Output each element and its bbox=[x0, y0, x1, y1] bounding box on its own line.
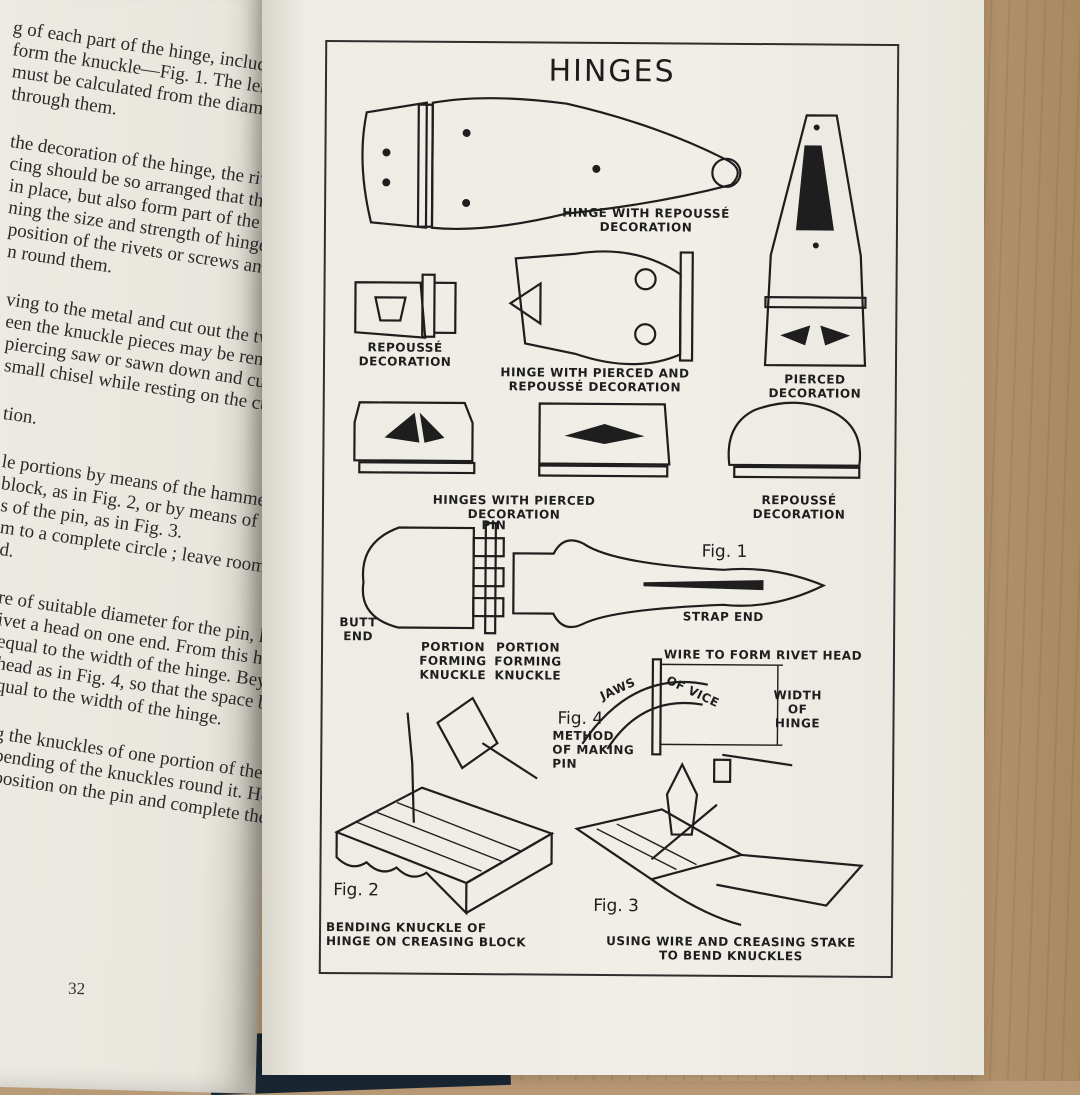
illustration-plate: HINGES bbox=[318, 40, 900, 978]
page-number: 32 bbox=[67, 978, 86, 999]
caption-method: METHOD OF MAKING PIN bbox=[552, 728, 635, 771]
caption-repousse-row: REPOUSSÉ DECORATION bbox=[752, 493, 846, 522]
caption-repousse-small: REPOUSSÉ DECORATION bbox=[358, 340, 452, 369]
pierced-hinges-row-drawing bbox=[353, 401, 862, 479]
label-fig4: Fig. 4 bbox=[557, 708, 604, 729]
right-book-page bbox=[262, 0, 984, 1075]
caption-width: WIDTH OF HINGE bbox=[773, 688, 822, 731]
tall-pierced-hinge-drawing bbox=[763, 114, 867, 367]
caption-wire: WIRE TO FORM RIVET HEAD bbox=[663, 647, 863, 663]
caption-butt-end: BUTT END bbox=[339, 615, 378, 644]
caption-portion-2: PORTION FORMING KNUCKLE bbox=[494, 640, 562, 683]
caption-pin: PIN bbox=[481, 518, 507, 533]
hinge-illustrations bbox=[334, 97, 867, 926]
small-repousse-hinge-drawing bbox=[354, 273, 457, 339]
caption-portion-1: PORTION FORMING KNUCKLE bbox=[419, 639, 487, 683]
caption-pierced-row: HINGES WITH PIERCED DECORATION bbox=[432, 492, 596, 522]
label-fig1: Fig. 1 bbox=[701, 541, 748, 562]
label-fig2: Fig. 2 bbox=[333, 880, 380, 901]
caption-hinge-repousse: HINGE WITH REPOUSSÉ DECORATION bbox=[562, 205, 730, 235]
caption-pierced-tall: PIERCED DECORATION bbox=[768, 372, 862, 401]
label-fig3: Fig. 3 bbox=[593, 895, 639, 917]
caption-using: USING WIRE AND CREASING STAKE TO BEND KN… bbox=[606, 933, 856, 964]
caption-bending: BENDING KNUCKLE OF HINGE ON CREASING BLO… bbox=[325, 920, 527, 950]
fig2-creasing-block-drawing bbox=[334, 696, 555, 916]
fig4-vice-drawing bbox=[581, 658, 783, 756]
left-book-page: g of each part of the hinge, including t… bbox=[0, 0, 285, 1094]
pierced-repousse-hinge-drawing bbox=[508, 250, 694, 366]
repousse-strap-hinge-drawing bbox=[361, 97, 742, 230]
fig3-creasing-stake-drawing bbox=[574, 753, 864, 926]
left-page-text: g of each part of the hinge, including t… bbox=[0, 17, 284, 835]
caption-strap-end: STRAP END bbox=[682, 609, 764, 625]
fig1-strap-hinge-drawing bbox=[361, 522, 827, 635]
caption-pierced-repousse: HINGE WITH PIERCED AND REPOUSSÉ DECORATI… bbox=[500, 365, 690, 395]
